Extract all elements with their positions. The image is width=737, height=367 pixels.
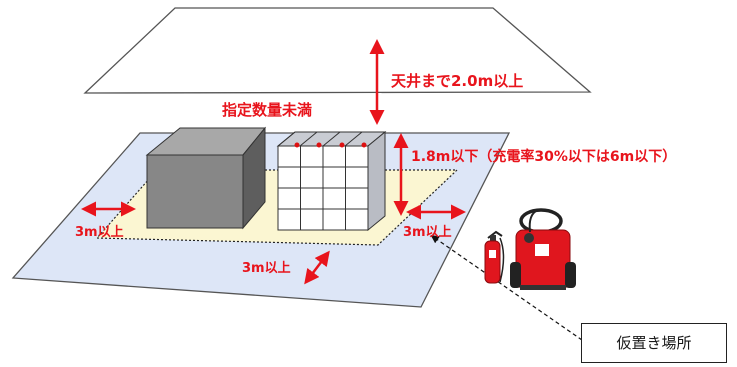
wheeled-fire-extinguisher-icon — [510, 208, 576, 290]
ceiling-plane — [83, 7, 592, 94]
storage-leader-line — [430, 235, 583, 341]
below-designated-quantity-label: 指定数量未満 — [222, 101, 313, 119]
temporary-storage-callout: 仮置き場所 — [581, 323, 727, 363]
ceiling-clearance-label: 天井まで2.0m以上 — [391, 72, 524, 90]
machine-box — [145, 126, 267, 230]
front-clearance-label: 3m以上 — [242, 261, 291, 276]
left-clearance-label: 3m以上 — [75, 225, 124, 240]
fire-extinguisher-icon — [484, 230, 505, 284]
right-clearance-label: 3m以上 — [403, 225, 452, 240]
battery-stack — [276, 130, 387, 232]
front-clearance-arrow — [304, 250, 330, 285]
temporary-storage-label: 仮置き場所 — [616, 333, 692, 352]
stack-height-label: 1.8m以下（充電率30%以下は6m以下） — [411, 149, 677, 165]
